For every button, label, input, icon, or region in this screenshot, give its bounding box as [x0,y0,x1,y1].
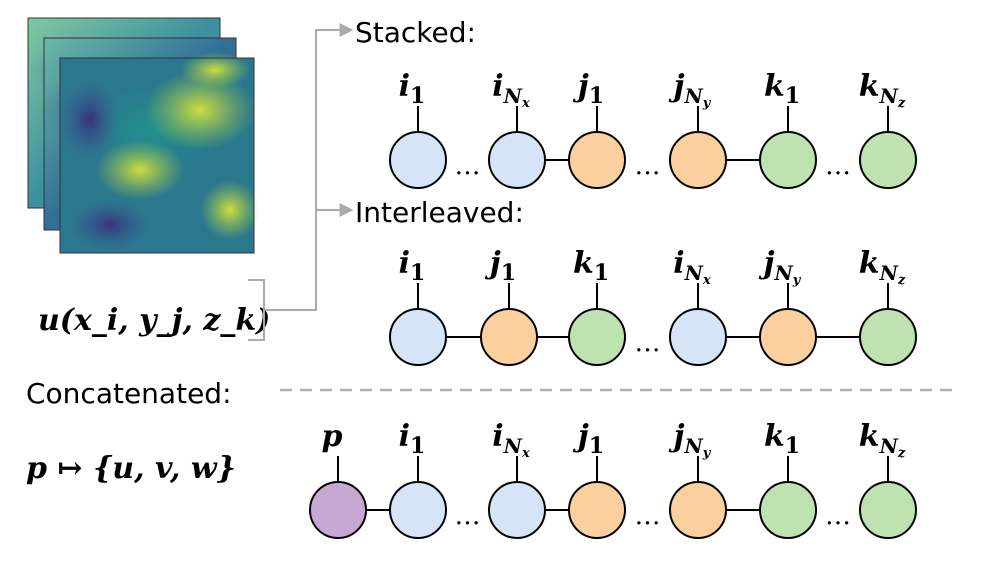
field-expression: u(x_i, y_j, z_k) [38,303,270,338]
core-index-label: jNy [669,419,712,461]
map-expression: p ↦ {u, v, w} [26,451,236,486]
core-index-label: jNy [759,246,802,288]
core-index-label: j1 [485,246,516,286]
ordering-bracket [248,23,354,341]
core-index-label: p [322,419,343,454]
core-index-label: k1 [764,419,800,459]
bond-ellipsis: … [635,328,661,358]
tensor-core-i [389,481,447,539]
interleaved-title: Interleaved: [355,196,524,229]
stacked-tensor-train: … … … i1 iNx j1 jNy k1 kNz [389,69,917,189]
bond-ellipsis: … [635,501,661,531]
core-index-label: j1 [573,419,604,459]
field-image-front [59,52,260,254]
tensor-core-i [669,308,727,366]
tensor-core-j [568,131,626,189]
stacked-title: Stacked: [355,16,476,49]
core-index-label: iNx [492,419,530,461]
concatenated-title: Concatenated: [26,377,232,410]
core-index-label: i1 [399,419,426,459]
tensor-core-i [389,308,447,366]
core-index-label: kNz [859,246,906,288]
interleaved-tensor-train: … i1 j1 k1 iNx jNy kNz [389,246,917,366]
tensor-core-j [759,308,817,366]
core-index-label: kNz [859,69,906,111]
bond-ellipsis: … [455,151,481,181]
tensor-core-j [669,481,727,539]
core-index-label: iNx [673,246,711,288]
bond-ellipsis: … [825,501,851,531]
tensor-core-k [859,308,917,366]
tensor-core-k [859,131,917,189]
core-index-label: jNy [669,69,712,111]
tensor-core-j [480,308,538,366]
field-image-stack [27,17,260,254]
tensor-core-k [859,481,917,539]
bond-ellipsis: … [825,151,851,181]
tensor-core-k [568,308,626,366]
core-index-label: i1 [399,69,426,109]
core-index-label: k1 [764,69,800,109]
bond-ellipsis: … [455,501,481,531]
core-index-label: kNz [859,419,906,461]
tensor-core-k [759,131,817,189]
core-index-label: i1 [399,246,426,286]
tensor-core-j [568,481,626,539]
concatenated-tensor-train: … … … p i1 iNx j1 jNy k1 kNz [309,419,917,539]
core-index-label: iNx [492,69,530,111]
tensor-core-k [759,481,817,539]
tensor-core-p [309,481,367,539]
bond-ellipsis: … [635,151,661,181]
tensor-core-i [389,131,447,189]
tensor-core-i [488,481,546,539]
core-index-label: j1 [573,69,604,109]
tensor-core-j [669,131,727,189]
tensor-core-i [488,131,546,189]
core-index-label: k1 [573,246,609,286]
